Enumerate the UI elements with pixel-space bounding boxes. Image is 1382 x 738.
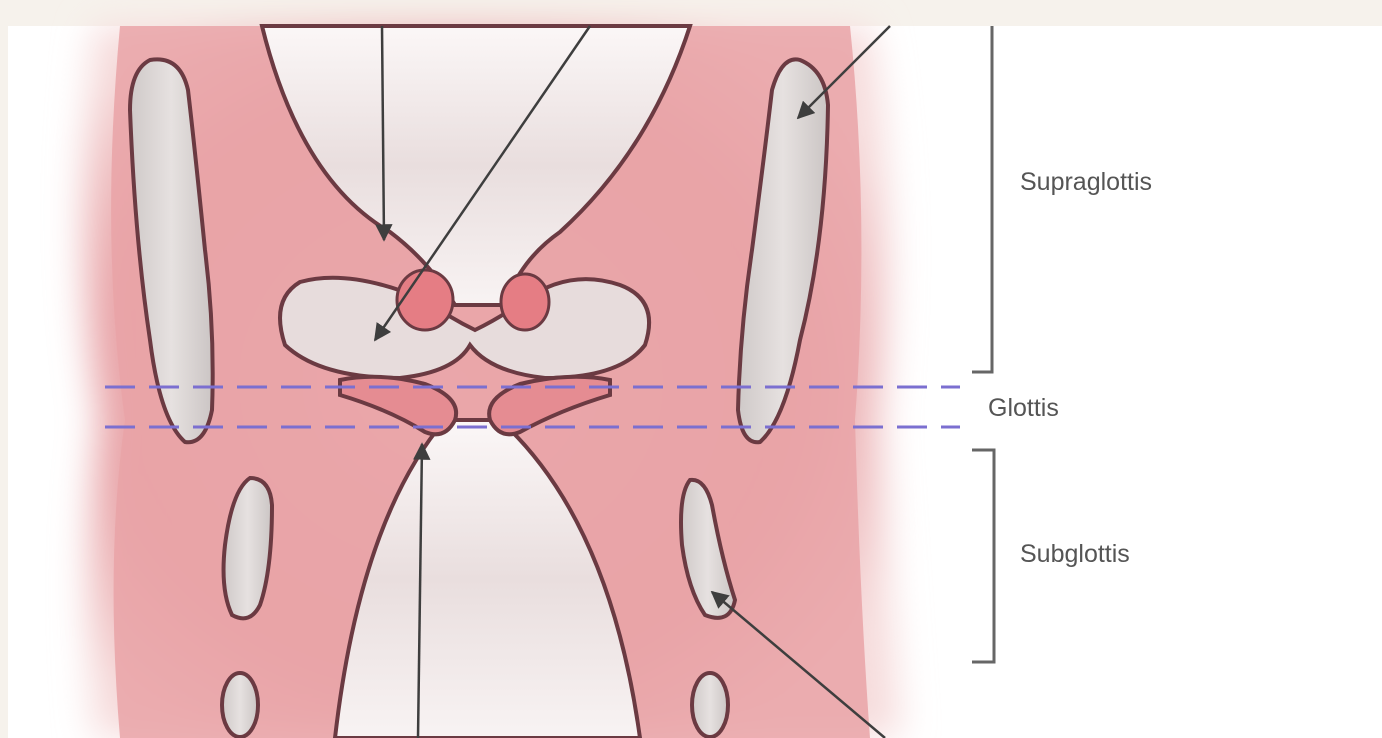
left-false-cord-tip [397,270,453,330]
subglottis-bracket [972,450,994,662]
supraglottis-bracket [972,26,992,372]
right-tracheal-ring [692,673,728,737]
glottis-label: Glottis [988,394,1059,423]
right-false-cord-tip [501,274,549,330]
supraglottis-label: Supraglottis [1020,168,1152,197]
left-tracheal-ring [222,673,258,737]
subglottis-label: Subglottis [1020,540,1130,569]
